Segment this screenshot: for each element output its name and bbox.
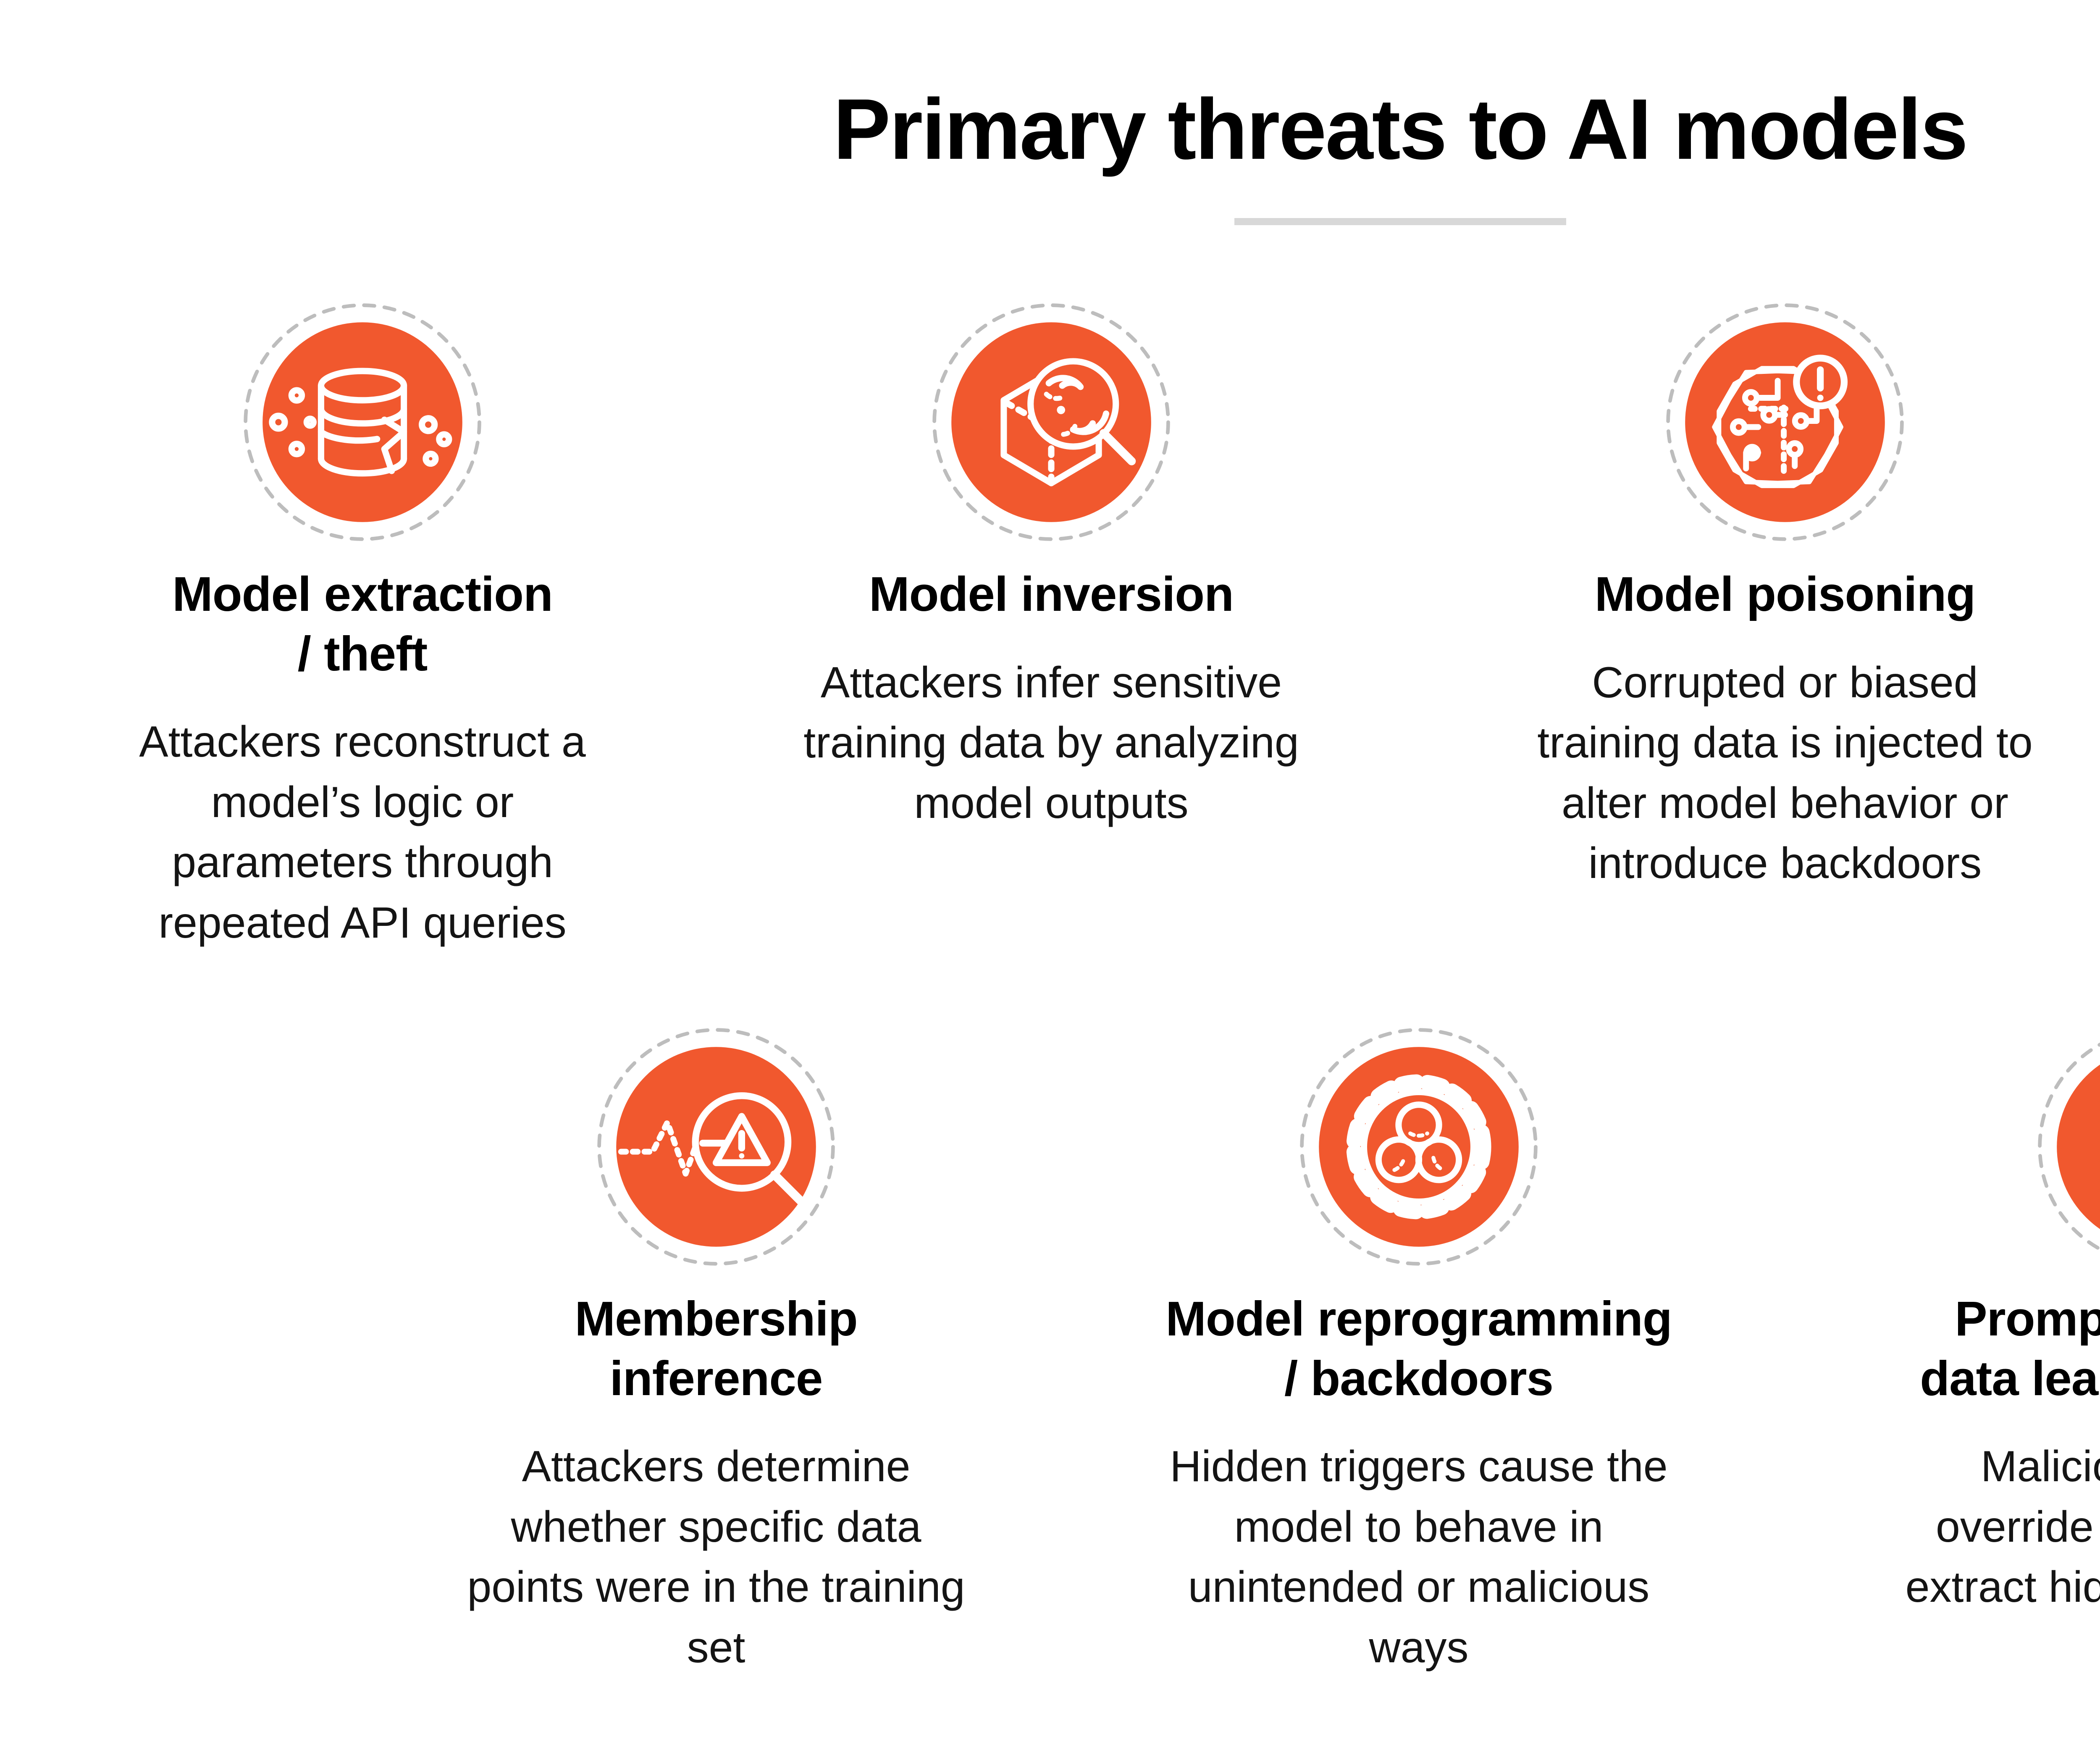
threat-item-model-extraction: Model extraction / theft Attackers recon… [56,300,669,953]
threat-item-membership-inference: Membership inference Attackers determine… [410,1025,1023,1678]
threat-description: Corrupted or biased training data is inj… [1537,658,2033,888]
threat-title: Model extraction / theft [172,567,553,681]
threat-item-model-poisoning: Model poisoning Corrupted or biased trai… [1478,300,2092,894]
circuit-brain-alert-icon [1666,303,1904,541]
threat-description: Attackers infer sensitive training data … [803,658,1299,828]
pulse-magnifier-warning-icon [597,1028,835,1266]
threat-description: Attackers reconstruct a model’s logic or… [139,718,586,947]
threat-item-prompt-injection: Prompt injection / data leakage (GenAI) … [1850,1025,2100,1618]
threat-description: Hidden triggers cause the model to behav… [1170,1442,1668,1672]
threat-title: Prompt injection / data leakage (GenAI) [1920,1291,2100,1406]
title-underline [1234,218,1566,225]
header: Primary threats to AI models [0,0,2100,225]
threat-item-model-reprogramming: Model reprogramming / backdoors Hidden t… [1112,1025,1725,1678]
threat-description: Malicious prompts override instructions … [1905,1442,2100,1612]
magnifier-hexagon-icon [932,303,1170,541]
threat-item-model-inversion: Model inversion Attackers infer sensitiv… [745,300,1358,833]
open-padlock-leak-icon [2038,1042,2100,1251]
cracked-database-icon [244,303,481,541]
page-title: Primary threats to AI models [833,81,1969,177]
threat-title: Model reprogramming / backdoors [1166,1291,1672,1406]
threat-title: Model inversion [869,567,1234,621]
threat-description: Attackers determine whether specific dat… [467,1442,965,1672]
threat-title: Model poisoning [1594,567,1976,621]
gear-biohazard-icon [1300,1028,1538,1266]
threat-title: Membership inference [575,1291,858,1406]
